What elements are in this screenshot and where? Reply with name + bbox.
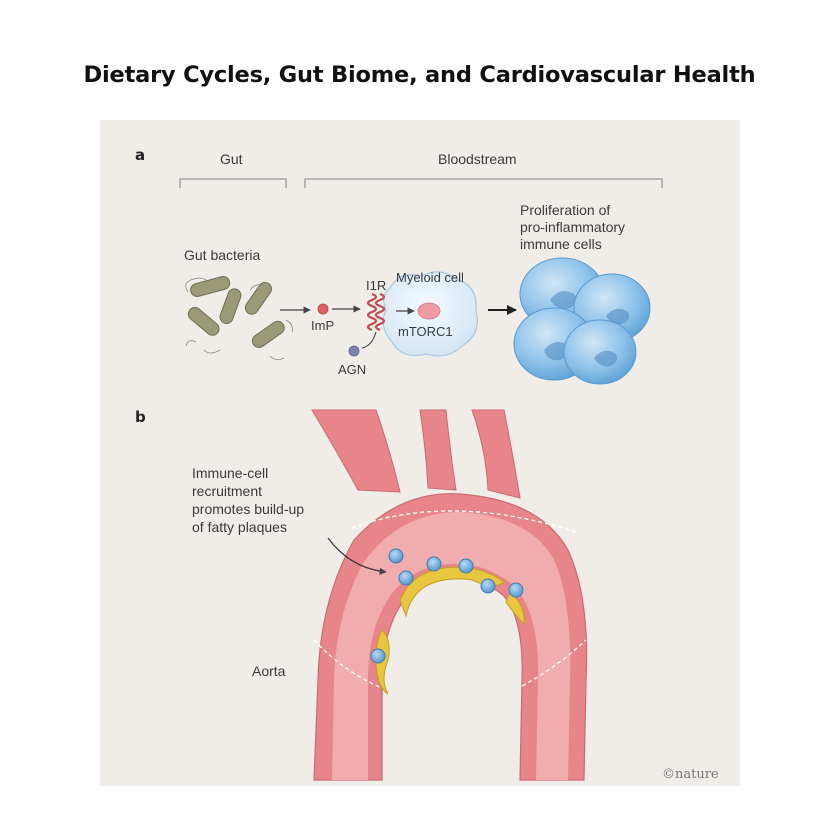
i1r-receptor-icon	[366, 292, 386, 332]
agn-molecule-icon	[348, 345, 360, 357]
page-title: Dietary Cycles, Gut Biome, and Cardiovas…	[83, 62, 756, 88]
figure-svg: a Gut Bloodstream Gut bacteria ImP I1R M…	[135, 146, 719, 782]
myeloid-cell-label: Myeloid cell	[396, 270, 464, 285]
bloodstream-header: Bloodstream	[438, 151, 517, 167]
gut-bracket	[179, 178, 287, 188]
proliferation-line-2: pro-inflammatory	[520, 219, 625, 235]
annotation-line-4: of fatty plaques	[192, 519, 287, 535]
proliferation-line-3: immune cells	[520, 236, 602, 252]
panel-b-letter: b	[135, 408, 146, 426]
imp-molecule-icon	[317, 303, 329, 315]
aorta-label: Aorta	[252, 663, 286, 679]
annotation-line-2: recruitment	[192, 483, 262, 499]
gut-bacteria-label: Gut bacteria	[184, 247, 260, 263]
i1r-label: I1R	[366, 278, 386, 293]
annotation-line-1: Immune-cell	[192, 465, 268, 481]
agn-label: AGN	[338, 362, 366, 377]
figure-panel: a Gut Bloodstream Gut bacteria ImP I1R M…	[100, 120, 740, 786]
aorta-icon	[311, 409, 588, 781]
immune-cells-in-aorta-icon	[370, 548, 524, 664]
annotation-line-3: promotes build-up	[192, 501, 304, 517]
annotation-arrow	[327, 537, 387, 575]
mtorc1-nucleus-icon	[417, 302, 441, 320]
gut-header: Gut	[220, 151, 243, 167]
proliferation-line-1: Proliferation of	[520, 202, 610, 218]
panel-a-letter: a	[135, 146, 145, 164]
imp-label: ImP	[311, 318, 334, 333]
bacteria-cluster-icon	[185, 275, 293, 360]
nature-credit: ©nature	[662, 767, 719, 782]
agn-inhibit-line	[361, 331, 377, 349]
immune-cells-cluster-icon	[513, 257, 651, 385]
bloodstream-bracket	[304, 178, 663, 188]
mtorc1-label: mTORC1	[398, 324, 453, 339]
